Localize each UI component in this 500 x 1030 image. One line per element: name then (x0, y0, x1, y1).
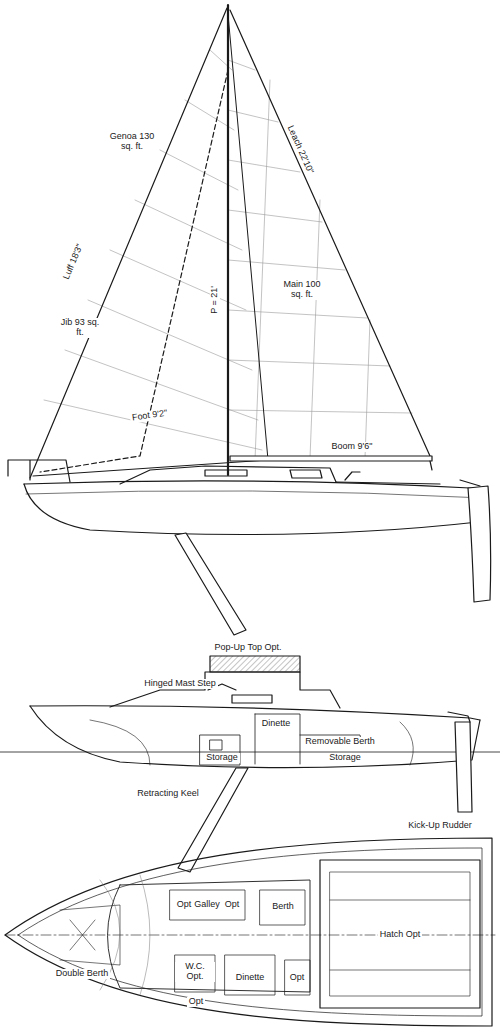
hull-profile (8, 460, 491, 635)
part-label: Berth (270, 902, 296, 912)
inboard-profile (0, 656, 500, 872)
part-label: W.C. Opt. (175, 962, 215, 982)
part-label: Jib 93 sq. ft. (57, 318, 103, 338)
part-label: Opt (223, 900, 242, 910)
part-label: Boom 9'6" (330, 442, 375, 452)
part-label: Opt (288, 973, 307, 983)
part-label: Pop-Up Top Opt. (213, 643, 284, 653)
part-label: Luff 18'3" (61, 241, 86, 283)
part-label: Genoa 130 sq. ft. (106, 132, 158, 152)
part-label: Storage (204, 753, 240, 763)
part-label: Removable Berth (303, 737, 377, 747)
part-label: Hatch Opt (378, 930, 423, 940)
part-label: P = 21' (210, 284, 220, 316)
part-label: Dinette (260, 719, 293, 729)
part-label: Double Berth (54, 969, 111, 979)
part-label: Opt (175, 900, 194, 910)
part-label: Foot 9'2" (130, 408, 170, 423)
part-label: Leach 22'10" (284, 122, 316, 177)
part-label: Dinette (234, 973, 267, 983)
deck-plan (5, 838, 495, 1026)
part-label: Storage (327, 753, 363, 763)
part-label: Galley (192, 900, 222, 910)
sail-plan (30, 5, 432, 478)
part-label: Hinged Mast Step (142, 679, 218, 689)
part-label: Main 100 sq. ft. (277, 280, 327, 300)
part-label: Opt (187, 997, 206, 1007)
part-label: Kick-Up Rudder (406, 821, 474, 831)
part-label: Retracting Keel (135, 789, 201, 799)
